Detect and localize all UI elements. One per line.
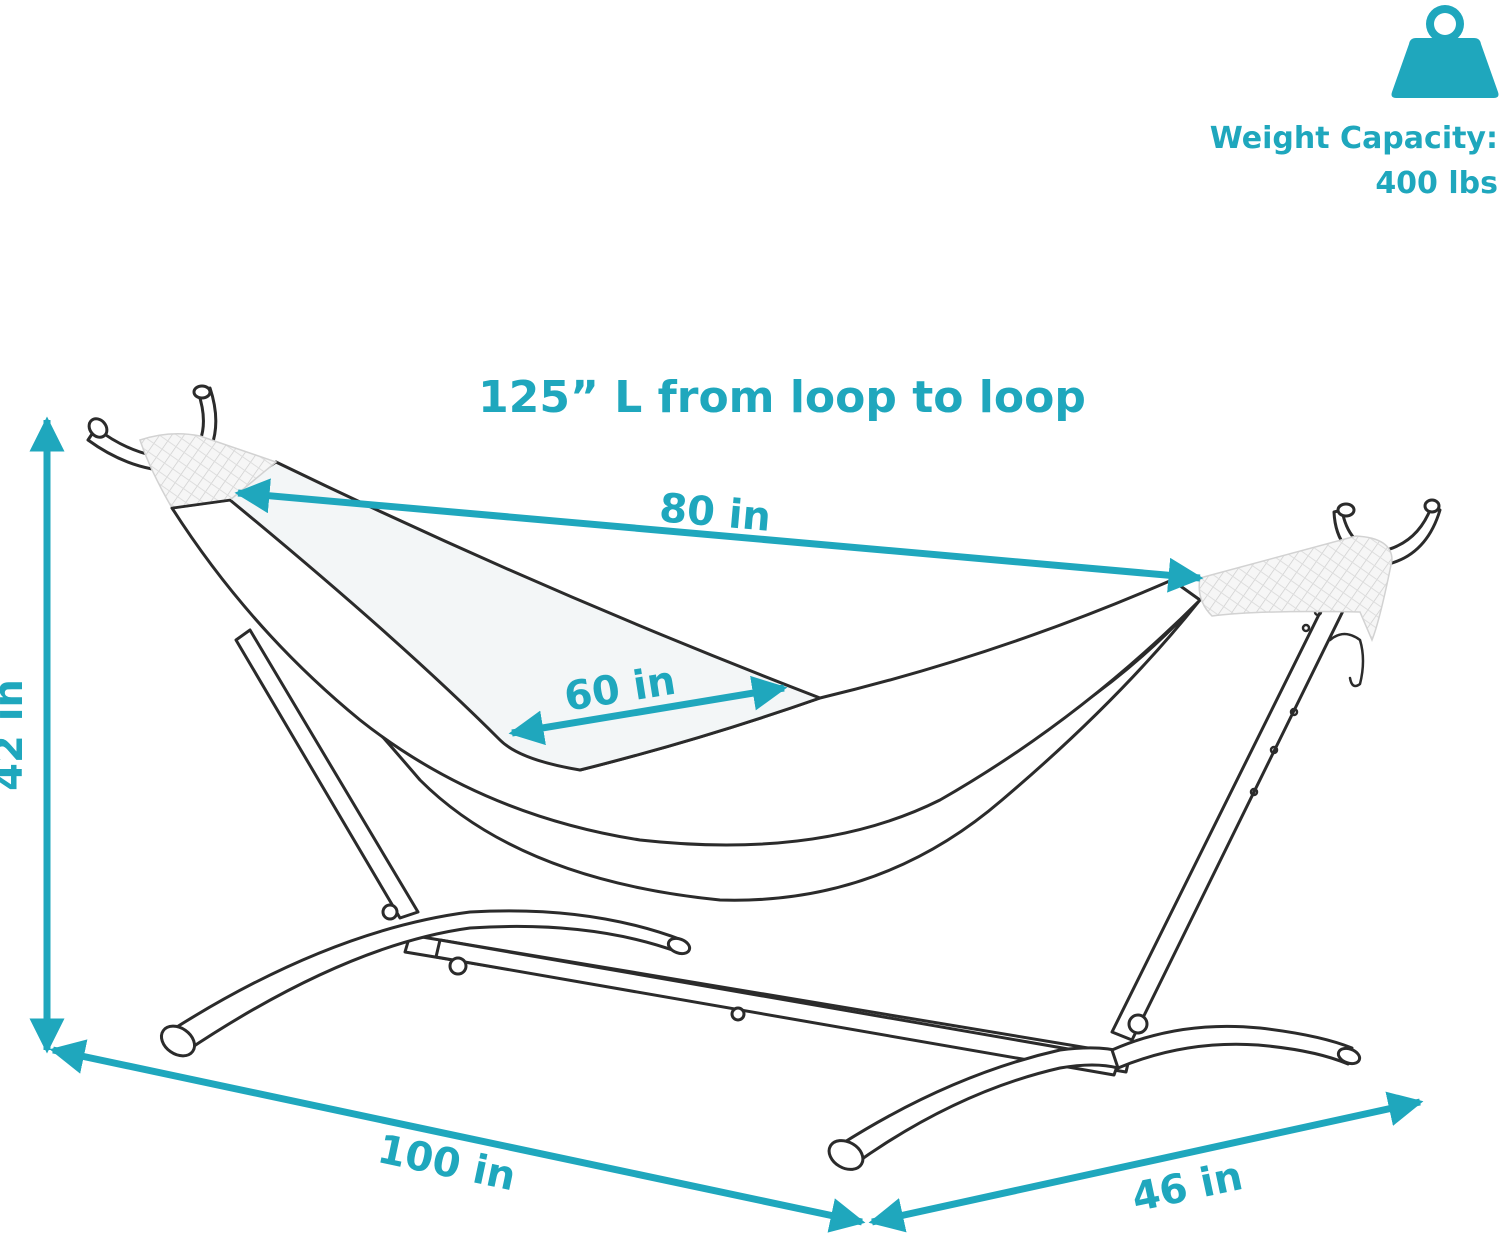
stand-hanging-hook: [1328, 632, 1365, 688]
bed-width-arrow: [508, 675, 788, 746]
bed-length-arrow: [234, 478, 1204, 593]
stand-right-back-arc-cap: [1336, 1046, 1362, 1066]
stand-knob-left: [381, 903, 399, 921]
stand-right-hook-cap-left: [1336, 502, 1356, 518]
stand-left-hook-tip: [192, 384, 212, 400]
weight-capacity-label: Weight Capacity:: [1210, 121, 1498, 156]
length-arrow: [49, 1039, 866, 1233]
hammock-right-rope: [1198, 535, 1393, 642]
stand-knob-center: [448, 956, 468, 976]
length-label: 100 in: [374, 1126, 520, 1200]
weight-icon-body: [1391, 38, 1499, 98]
weight-icon: [1391, 5, 1499, 98]
height-label: 42 in: [0, 679, 32, 791]
bed-length-label: 80 in: [657, 485, 772, 541]
stand-right-front-arc: [838, 1046, 1124, 1168]
stand-left-arc-end: [666, 936, 692, 956]
stand-left-hook-cap: [87, 417, 109, 439]
stand-knob-rail: [730, 1006, 746, 1022]
width-arrow: [868, 1091, 1424, 1233]
stand-right-back-arc: [1110, 1024, 1354, 1070]
stand-right-hook-cap-right: [1423, 498, 1441, 514]
weight-icon-ring: [1426, 5, 1464, 43]
stand-knob-right: [1127, 1013, 1149, 1035]
stand-left-upright: [234, 628, 420, 920]
loop-length-label: 125” L from loop to loop: [478, 372, 1086, 423]
stand-front-rail: [434, 938, 1122, 1077]
weight-capacity-value: 400 lbs: [1375, 166, 1498, 201]
dimension-arrows: [29, 416, 1424, 1233]
hammock-stand: [86, 384, 1442, 1171]
